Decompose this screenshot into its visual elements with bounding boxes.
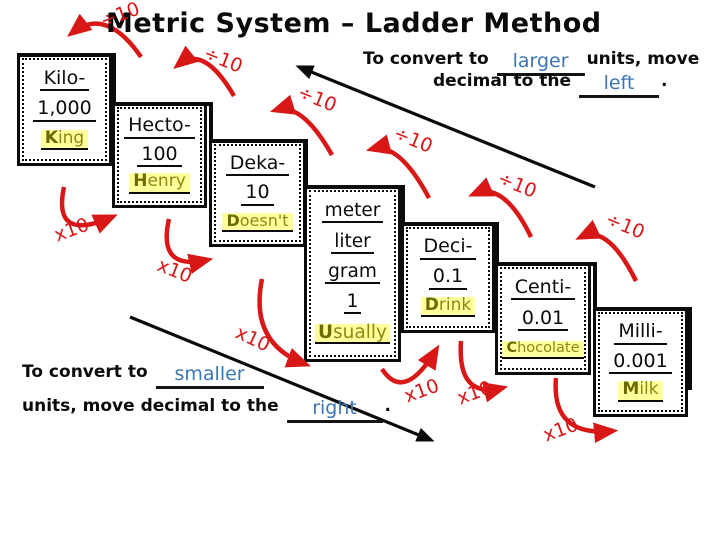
mnemonic-word: Henry bbox=[129, 173, 190, 194]
unit-prefix: Kilo- bbox=[39, 68, 90, 92]
ladder-box-kilo-inner: Kilo- 1,000 King bbox=[22, 58, 107, 161]
ladder-box-deci: Deci- 0.1 Drink bbox=[401, 222, 495, 333]
multiply-arrow-deka bbox=[164, 218, 214, 274]
ladder-box-deka: Deka- 10 Doesn't bbox=[209, 139, 306, 247]
base-unit-liter: liter bbox=[331, 232, 374, 254]
divide-by-ten-label: ÷10 bbox=[602, 208, 648, 244]
convert-larger-line2-prefix: decimal to the bbox=[433, 71, 572, 91]
base-unit-gram: gram bbox=[325, 262, 380, 284]
unit-value: 0.1 bbox=[428, 266, 468, 290]
multiply-by-ten-label: x10 bbox=[401, 374, 443, 408]
period: . bbox=[384, 396, 391, 416]
ladder-box-milli-inner: Milli- 0.001 Milk bbox=[598, 312, 683, 412]
page-title: Metric System – Ladder Method bbox=[106, 8, 602, 39]
unit-value: 1,000 bbox=[33, 98, 96, 122]
smaller-blank: smaller bbox=[155, 365, 264, 389]
period: . bbox=[660, 71, 668, 91]
convert-smaller-line2-prefix: units, move decimal to the bbox=[22, 396, 279, 416]
right-blank: right bbox=[286, 399, 383, 423]
multiply-by-ten-label: x10 bbox=[51, 213, 93, 247]
ladder-box-kilo: Kilo- 1,000 King bbox=[17, 53, 112, 166]
convert-smaller-line1: To convert to smaller bbox=[22, 362, 266, 389]
multiply-by-ten-label: x10 bbox=[454, 376, 496, 410]
convert-larger-line2: decimal to the left. bbox=[433, 71, 667, 98]
multiply-by-ten-label: x10 bbox=[232, 321, 274, 357]
multiply-arrow-base bbox=[257, 278, 311, 368]
multiply-by-ten-label: x10 bbox=[154, 254, 196, 288]
ladder-box-deka-inner: Deka- 10 Doesn't bbox=[214, 144, 301, 242]
base-unit-meter: meter bbox=[321, 202, 384, 224]
ladder-box-centi: Centi- 0.01 Chocolate bbox=[495, 262, 591, 375]
unit-value: 0.001 bbox=[609, 351, 672, 375]
unit-prefix: Hecto- bbox=[124, 115, 195, 139]
convert-larger-prefix: To convert to bbox=[363, 49, 489, 69]
convert-smaller-line2: units, move decimal to the right. bbox=[22, 396, 391, 423]
mnemonic-word: King bbox=[40, 129, 89, 150]
convert-smaller-prefix: To convert to bbox=[22, 362, 148, 382]
divide-by-ten-label: ÷10 bbox=[494, 167, 540, 203]
unit-value: 1 bbox=[343, 292, 362, 315]
divide-arrow-hecto bbox=[173, 45, 236, 98]
multiply-arrow-hecto bbox=[59, 186, 118, 234]
unit-prefix: Deci- bbox=[419, 237, 477, 260]
multiply-by-ten-label: x10 bbox=[540, 413, 582, 447]
divide-by-ten-label: ÷10 bbox=[200, 42, 246, 78]
ladder-box-deci-inner: Deci- 0.1 Drink bbox=[406, 227, 490, 328]
ladder-box-hecto-inner: Hecto- 100 Henry bbox=[117, 107, 202, 203]
unit-value: 0.01 bbox=[517, 308, 569, 331]
unit-prefix: Centi- bbox=[510, 277, 576, 301]
unit-prefix: Deka- bbox=[225, 153, 290, 177]
mnemonic-word: Doesn't bbox=[222, 212, 293, 233]
divide-by-ten-label: ÷10 bbox=[294, 81, 340, 117]
mnemonic-word: Usually bbox=[315, 323, 390, 345]
ladder-box-base-units: meter liter gram 1 Usually bbox=[304, 185, 401, 362]
unit-value: 100 bbox=[137, 144, 182, 168]
unit-prefix: Milli- bbox=[614, 321, 667, 345]
ladder-box-milli: Milli- 0.001 Milk bbox=[593, 307, 688, 417]
ladder-box-base-inner: meter liter gram 1 Usually bbox=[309, 190, 396, 357]
mnemonic-word: Chocolate bbox=[502, 341, 584, 359]
left-blank: left bbox=[578, 74, 659, 98]
mnemonic-word: Milk bbox=[618, 381, 663, 402]
unit-value: 10 bbox=[241, 182, 274, 206]
divide-by-ten-label: ÷10 bbox=[390, 122, 436, 158]
ladder-box-hecto: Hecto- 100 Henry bbox=[112, 102, 207, 208]
convert-larger-middle: units, move bbox=[586, 49, 700, 69]
ladder-box-centi-inner: Centi- 0.01 Chocolate bbox=[500, 267, 586, 370]
mnemonic-word: Drink bbox=[420, 296, 476, 318]
